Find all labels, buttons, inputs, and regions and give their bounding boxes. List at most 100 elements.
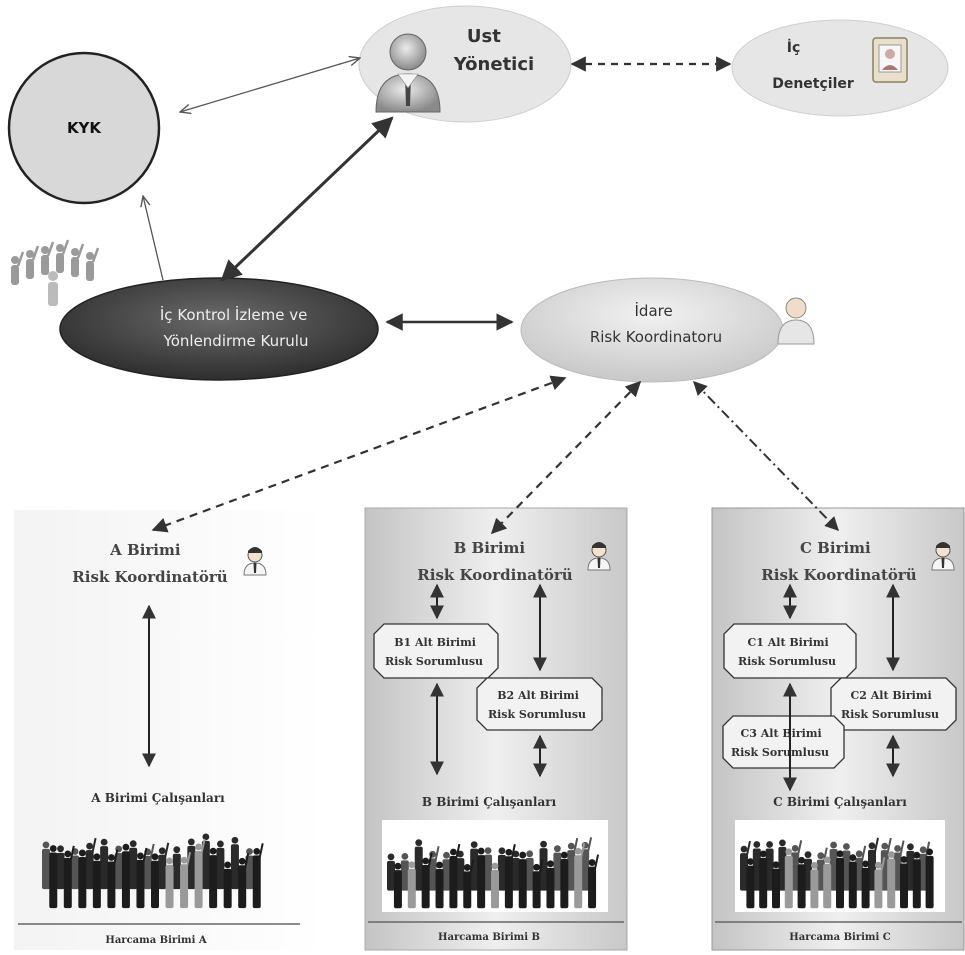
crowd-person-body: [497, 854, 506, 891]
crowd-person-head: [830, 841, 837, 849]
crowd-person-head: [477, 847, 485, 855]
crowd-person-raised-arm: [746, 840, 751, 856]
crowd-person-body: [518, 859, 527, 909]
crowd-person-head: [202, 833, 210, 841]
crowd-person-raised-arm: [880, 857, 886, 872]
crowd-person-raised-arm: [797, 840, 803, 855]
crowd-person-body: [238, 865, 247, 909]
crowd-person-body: [752, 848, 761, 891]
crowd-person-head: [108, 854, 115, 861]
crowd-person-head: [881, 842, 889, 850]
arrow-idare-unit-a: [151, 375, 567, 533]
crowd-person-head: [231, 836, 239, 844]
c1-line-1: C1 Alt Birimi: [748, 636, 829, 649]
crowd-person-body: [63, 857, 72, 909]
crowd-person-head: [78, 849, 86, 857]
crowd-person-body: [136, 859, 145, 909]
crowd-person-raised-arm: [434, 846, 440, 861]
crowd-person-raised-arm: [861, 845, 867, 861]
ic-denetciler-label: İç Denetçiler: [772, 39, 854, 92]
unit-c-crowd-icon: [740, 837, 934, 909]
crowd-person-head: [238, 857, 246, 865]
ic-kontrol-line-1: İç Kontrol İzleme ve: [160, 305, 307, 324]
ic-kontrol-line-2: Yönlendirme Kurulu: [163, 332, 309, 350]
crowd-person-head: [588, 859, 596, 866]
crowd-person-body: [165, 864, 174, 909]
crowd-person-raised-arm: [874, 837, 879, 852]
ic-denetciler-line-2: Denetçiler: [772, 76, 854, 92]
crowd-person-body: [158, 854, 167, 890]
svg-text:B2 Alt Birimi Risk Sorum: B2 Alt Birimi Risk Sorumlusu: [488, 689, 586, 721]
crowd-person-head: [785, 848, 793, 856]
unit-b-title-line-2: Risk Koordinatörü: [417, 566, 572, 584]
crowd-person-head: [57, 845, 64, 853]
crowd-person-head: [791, 844, 799, 852]
crowd-person-head: [450, 848, 457, 856]
crowd-person-head: [919, 846, 927, 854]
crowd-person-body: [539, 848, 548, 891]
crowd-person-head: [560, 851, 568, 859]
crowd-person-raised-arm: [510, 844, 516, 859]
crowd-person-body: [449, 856, 458, 909]
crowd-person-body: [874, 869, 883, 909]
kyk-node: [7, 51, 161, 205]
crowd-person-body: [85, 850, 94, 890]
crowd-person-head: [779, 839, 786, 847]
crowd-person-body: [56, 852, 65, 890]
crowd-person-head: [463, 864, 471, 871]
crowd-person-body: [925, 855, 934, 909]
crowd-person-body: [797, 864, 806, 909]
crowd-person-body: [504, 856, 513, 909]
unit-a-crowd-icon: [42, 833, 264, 909]
b1-line-2: Risk Sorumlusu: [385, 655, 483, 668]
crowd-person-head: [817, 852, 825, 860]
crowd-person-head: [811, 862, 818, 869]
crowd-person-head: [849, 854, 857, 862]
crowd-person-head: [887, 851, 895, 858]
crowd-person-body: [567, 850, 576, 891]
crowd-person-head: [498, 847, 506, 855]
crowd-person-raised-arm: [427, 852, 433, 868]
svg-text:C1 Alt Birimi Risk Sorum: C1 Alt Birimi Risk Sorumlusu: [738, 636, 836, 668]
crowd-person-body: [49, 852, 58, 909]
svg-text:B1 Alt Birimi Risk Sorum: B1 Alt Birimi Risk Sorumlusu: [385, 636, 483, 668]
b2-line-2: Risk Sorumlusu: [488, 708, 586, 721]
crowd-person-body: [407, 868, 416, 909]
crowd-person-head: [187, 838, 195, 846]
crowd-person-head: [519, 851, 527, 859]
crowd-person-head: [855, 850, 863, 858]
crowd-person-body: [804, 858, 812, 891]
unit-b-crowd-icon: [387, 837, 600, 909]
crowd-person-head: [151, 853, 159, 861]
crowd-person-head: [470, 841, 478, 849]
crowd-person-body: [245, 855, 254, 890]
crowd-person-head: [574, 847, 582, 855]
idare-risk-line-1: İdare: [635, 301, 673, 320]
crowd-person-body: [553, 852, 562, 891]
crowd-person-head: [526, 850, 534, 858]
ust-yonetici-line-2: Yönetici: [453, 54, 534, 75]
unit-b-title-line-1: B Birimi: [454, 539, 526, 557]
crowd-person-head: [540, 840, 547, 848]
crowd-person-head: [798, 856, 805, 864]
crowd-person-raised-arm: [258, 843, 264, 858]
crowd-person-head: [907, 843, 914, 851]
crowd-person-body: [810, 869, 819, 909]
crowd-person-head: [491, 862, 499, 870]
crowd-person-body: [836, 857, 844, 909]
crowd-person-raised-arm: [113, 849, 119, 864]
crowd-person-body: [765, 848, 774, 891]
crowd-person-body: [107, 861, 116, 909]
crowd-person-body: [209, 855, 218, 909]
crowd-person-body: [42, 848, 50, 890]
crowd-person-body: [92, 860, 101, 909]
crowd-person-head: [875, 861, 882, 869]
crowd-person-raised-arm: [587, 837, 593, 852]
crowd-person-head: [547, 860, 554, 868]
unit-a-title-line-2: Risk Koordinatörü: [72, 568, 227, 586]
crowd-person-body: [143, 855, 152, 890]
unit-c-title-line-2: Risk Koordinatörü: [761, 566, 916, 584]
crowd-person-raised-arm: [594, 854, 600, 869]
crowd-person-head: [443, 851, 450, 859]
